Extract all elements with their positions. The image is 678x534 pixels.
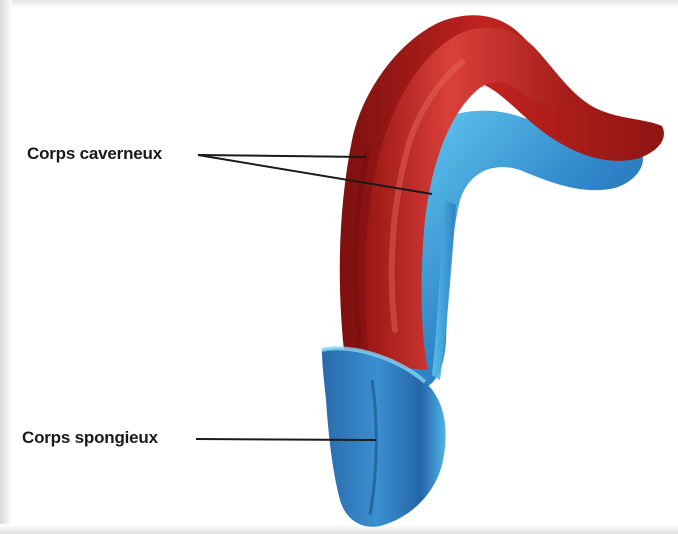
label-corps-caverneux: Corps caverneux — [27, 144, 162, 164]
label-corps-spongieux: Corps spongieux — [22, 428, 158, 448]
leader-line-spongieux — [196, 439, 376, 440]
leader-line-caverneux-1 — [198, 155, 366, 157]
